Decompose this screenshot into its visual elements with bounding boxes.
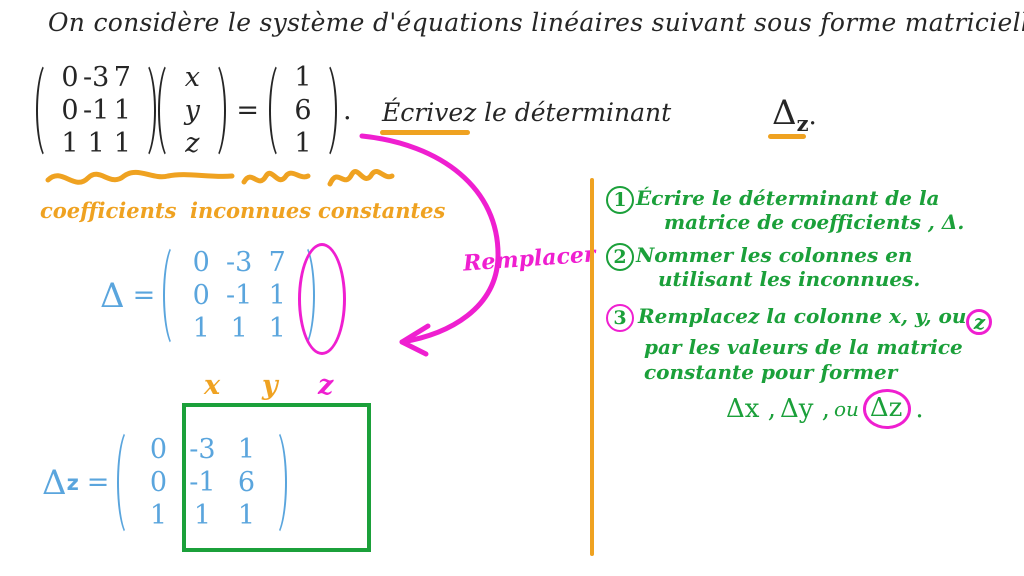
step-result-line: Δx , Δy , ou Δz .: [726, 388, 1024, 429]
matrix-cell: 0: [149, 467, 168, 498]
replace-arrow-icon: [359, 133, 501, 357]
left-paren-icon: [268, 58, 284, 163]
constant-vector: 1 6 1: [268, 58, 337, 163]
prompt-text: le déterminant: [484, 98, 672, 127]
delta-subscript: z: [796, 111, 809, 136]
column-head-z: z: [318, 370, 334, 401]
matrix-cell: 1: [294, 128, 312, 159]
highlighted-column-circle: [298, 243, 346, 355]
matrix-equation: 0 -3 7 0 -1 1 1 1 1 x y z =: [36, 58, 352, 163]
step-number-badge: 3: [606, 303, 634, 332]
right-paren-icon: [141, 58, 157, 163]
prompt-verb-underline: [380, 130, 470, 135]
matrix-cell: 1: [237, 434, 256, 465]
matrix-cell: 1: [113, 95, 131, 126]
matrix-cell: -3: [226, 247, 253, 278]
step-line: utilisant les inconnues.: [658, 267, 921, 292]
matrix-cell: 1: [87, 128, 105, 159]
matrix-cell: z: [185, 128, 200, 159]
left-paren-icon: [117, 425, 132, 540]
delta-z-matrix: 0 -3 1 0 -1 6 1 1 1: [117, 425, 288, 540]
delta-symbol: Δ: [100, 275, 125, 316]
matrix-cell: 1: [61, 128, 79, 159]
prompt-verb: Écrivez: [382, 98, 477, 127]
matrix-cell: x: [184, 62, 200, 93]
left-paren-icon: [36, 58, 51, 163]
delta-z-highlight-box: [182, 403, 371, 552]
delta-symbol: Δ: [772, 93, 797, 133]
delta-symbol: Δ: [42, 462, 67, 503]
matrix-cell: 0: [61, 62, 79, 93]
matrix-cell: -1: [83, 95, 110, 126]
step-line: Écrire le déterminant de la: [636, 186, 940, 210]
step-line: constante pour former: [644, 359, 898, 384]
left-paren-icon: [163, 240, 178, 351]
column-head-y: y: [262, 370, 278, 401]
step-number-badge: 1: [606, 186, 634, 214]
conjunction-ou: ou: [833, 396, 859, 421]
prompt-determinant-symbol: Δz.: [772, 93, 817, 136]
step-line: matrice de coefficients , Δ.: [664, 210, 965, 235]
matrix-cell: 1: [294, 62, 312, 93]
matrix-cell: 0: [61, 95, 79, 126]
matrix-cell: -3: [189, 434, 216, 465]
circled-delta-z: Δz: [862, 388, 912, 429]
circled-z: z: [966, 308, 993, 335]
step-line: Nommer les colonnes en: [636, 242, 913, 267]
equals-sign: =: [236, 95, 259, 126]
label-coefficients: coefficients: [40, 198, 177, 223]
left-paren-icon: [158, 58, 173, 163]
matrix-cell: 7: [268, 247, 286, 278]
right-paren-icon: [272, 425, 288, 540]
matrix-cell: 1: [230, 313, 248, 344]
instruction-steps: 1 Écrire le déterminant de la matrice de…: [606, 186, 1024, 435]
step-2: 2 Nommer les colonnes en utilisant les i…: [606, 242, 1024, 292]
period-mark: .: [915, 393, 924, 424]
column-head-x: x: [204, 370, 221, 401]
matrix-cell: 0: [192, 247, 210, 278]
delta-expression: Δ = 0 -3 7 0 -1 1 1 1 1: [100, 240, 316, 351]
label-constants: constantes: [318, 198, 446, 223]
matrix-cell: 1: [268, 280, 286, 311]
step-1: 1 Écrire le déterminant de la matrice de…: [606, 186, 1024, 235]
page-title: On considère le système d'équations liné…: [48, 8, 1024, 37]
coefficient-matrix: 0 -3 7 0 -1 1 1 1 1: [36, 58, 157, 163]
matrix-cell: y: [184, 95, 200, 126]
step-number-badge: 2: [606, 242, 634, 271]
equals-sign: =: [132, 280, 156, 311]
matrix-cell: 1: [192, 313, 210, 344]
matrix-cell: -3: [83, 62, 110, 93]
delta-x-term: Δx ,: [726, 393, 776, 424]
matrix-cell: 0: [192, 280, 210, 311]
matrix-cell: 1: [113, 128, 131, 159]
delta-z-underline: [768, 134, 806, 139]
matrix-cell: 1: [237, 500, 256, 531]
matrix-cell: -1: [226, 280, 253, 311]
period-mark: .: [808, 101, 817, 131]
matrix-cell: 0: [149, 434, 168, 465]
label-unknowns: inconnues: [190, 198, 312, 223]
unknown-vector: x y z: [158, 58, 227, 163]
step-line: par les valeurs de la matrice: [644, 334, 963, 359]
matrix-cell: 1: [268, 313, 286, 344]
matrix-cell: 1: [149, 500, 168, 531]
step-line-text: Remplacez la colonne x, y, ou: [638, 303, 967, 328]
vertical-divider: [590, 178, 594, 556]
delta-matrix: 0 -3 7 0 -1 1 1 1 1: [163, 240, 316, 351]
matrix-cell: 1: [193, 500, 212, 531]
matrix-cell: 6: [294, 95, 312, 126]
matrix-cell: 7: [113, 62, 131, 93]
right-paren-icon: [211, 58, 227, 163]
delta-subscript: z: [66, 470, 79, 495]
right-paren-icon: [322, 58, 337, 163]
matrix-cell: 6: [237, 467, 256, 498]
matrix-cell: -1: [189, 467, 216, 498]
delta-y-term: Δy ,: [779, 393, 830, 424]
equals-sign: =: [86, 467, 110, 498]
period-mark: .: [342, 95, 352, 126]
